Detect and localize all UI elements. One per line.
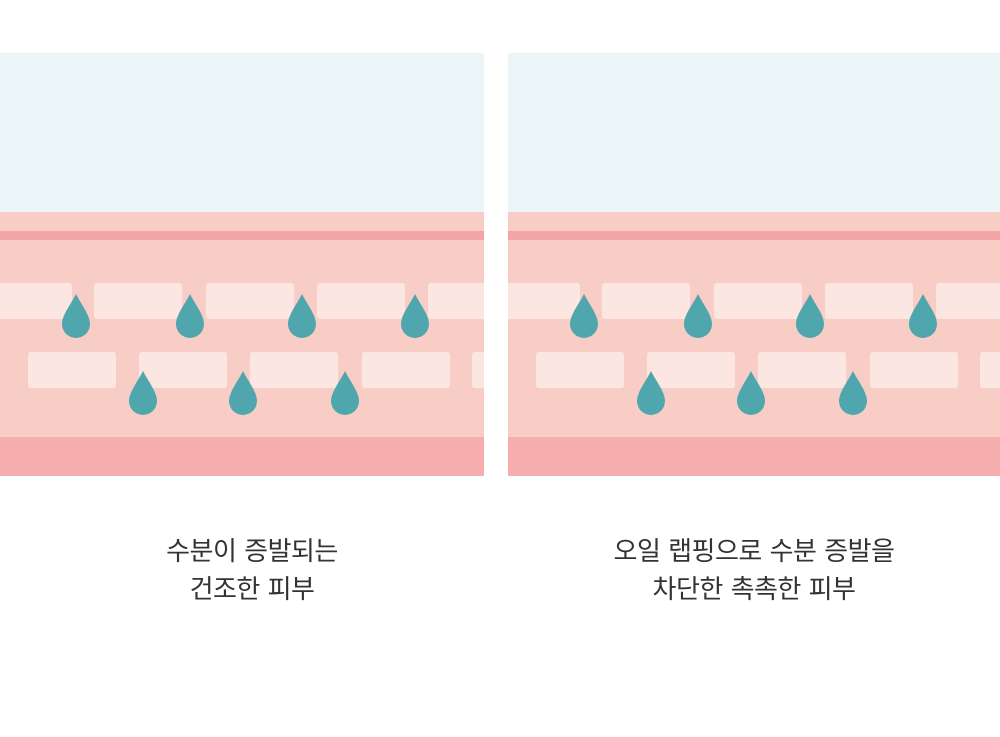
skin-cells-row-1 xyxy=(508,283,1000,319)
skin-cells-row-2 xyxy=(536,352,1000,388)
skin-cell xyxy=(0,283,72,319)
skin-cell xyxy=(472,352,484,388)
water-drop-icon xyxy=(331,371,359,415)
moist-skin-diagram xyxy=(508,53,1000,476)
water-droplets xyxy=(570,294,937,415)
water-drop-icon xyxy=(796,294,824,338)
skin-cells-row-1 xyxy=(0,283,484,319)
water-drop-icon xyxy=(570,294,598,338)
water-drop-icon xyxy=(62,294,90,338)
skin-cell xyxy=(936,283,1000,319)
water-drop-icon xyxy=(637,371,665,415)
dermis-layer xyxy=(508,437,1000,476)
water-drop-icon xyxy=(288,294,316,338)
skin-layer xyxy=(0,212,484,476)
dry-skin-diagram xyxy=(0,53,484,476)
water-drop-icon xyxy=(229,371,257,415)
skin-cell xyxy=(647,352,735,388)
caption-line: 건조한 피부 xyxy=(189,575,315,605)
skin-cell xyxy=(362,352,450,388)
caption-line: 수분이 증발되는 xyxy=(166,537,338,567)
water-drop-icon xyxy=(909,294,937,338)
skin-cell xyxy=(206,283,294,319)
skin-cells-row-2 xyxy=(28,352,484,388)
skin-cell xyxy=(28,352,116,388)
water-drop-icon xyxy=(176,294,204,338)
skin-surface-band xyxy=(508,231,1000,240)
skin-cell xyxy=(317,283,405,319)
skin-surface-band xyxy=(0,231,484,240)
skin-cell xyxy=(602,283,690,319)
water-droplets xyxy=(62,294,429,415)
skin-cell xyxy=(250,352,338,388)
water-drop-icon xyxy=(129,371,157,415)
dry-skin-caption: 수분이 증발되는 건조한 피부 xyxy=(10,533,494,609)
moist-skin-caption: 오일 랩핑으로 수분 증발을 차단한 촉촉한 피부 xyxy=(512,533,996,609)
skin-cell xyxy=(714,283,802,319)
moist-skin-illustration xyxy=(508,53,1000,476)
skin-cell xyxy=(139,352,227,388)
skin-cell xyxy=(536,352,624,388)
water-drop-icon xyxy=(839,371,867,415)
skin-layer xyxy=(508,212,1000,476)
dermis-layer xyxy=(0,437,484,476)
caption-line: 오일 랩핑으로 수분 증발을 xyxy=(613,537,895,567)
water-drop-icon xyxy=(401,294,429,338)
air-layer xyxy=(508,53,1000,212)
water-drop-icon xyxy=(737,371,765,415)
skin-cell xyxy=(980,352,1000,388)
air-layer xyxy=(0,53,484,212)
skin-cell xyxy=(870,352,958,388)
skin-cell xyxy=(758,352,846,388)
skin-cell xyxy=(428,283,484,319)
skin-cell xyxy=(508,283,580,319)
caption-line: 차단한 촉촉한 피부 xyxy=(652,575,856,605)
skin-cell xyxy=(825,283,913,319)
water-drop-icon xyxy=(684,294,712,338)
dry-skin-illustration xyxy=(0,53,484,476)
skin-cell xyxy=(94,283,182,319)
